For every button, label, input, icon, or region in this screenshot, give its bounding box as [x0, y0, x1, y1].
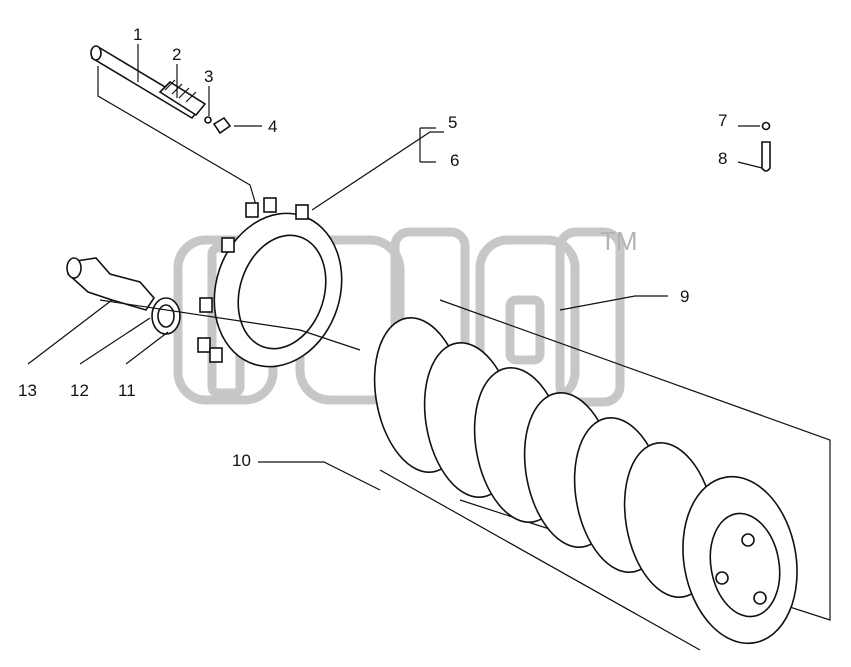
watermark-tm: TM	[600, 226, 638, 256]
callout-6: 6	[450, 151, 459, 170]
housing-ring	[197, 127, 436, 368]
clutch-disc-stack	[373, 299, 831, 651]
callout-1: 1	[133, 25, 142, 44]
callout-3: 3	[204, 67, 213, 86]
small-parts	[761, 121, 771, 172]
callout-12: 12	[70, 381, 89, 400]
shaft-bearing	[66, 257, 361, 351]
callout-4: 4	[268, 117, 277, 136]
callout-11: 11	[118, 381, 136, 400]
callout-10: 10	[232, 451, 251, 470]
pin-assembly	[90, 45, 257, 206]
callout-8: 8	[718, 149, 727, 168]
callout-2: 2	[172, 45, 181, 64]
callout-7: 7	[718, 111, 727, 130]
callout-labels: 1 2 3 4 5 6 7 8 9 10 11 12 13	[18, 25, 727, 470]
callout-5: 5	[448, 113, 457, 132]
leader-lines	[27, 44, 763, 491]
callout-13: 13	[18, 381, 37, 400]
callout-9: 9	[680, 287, 689, 306]
